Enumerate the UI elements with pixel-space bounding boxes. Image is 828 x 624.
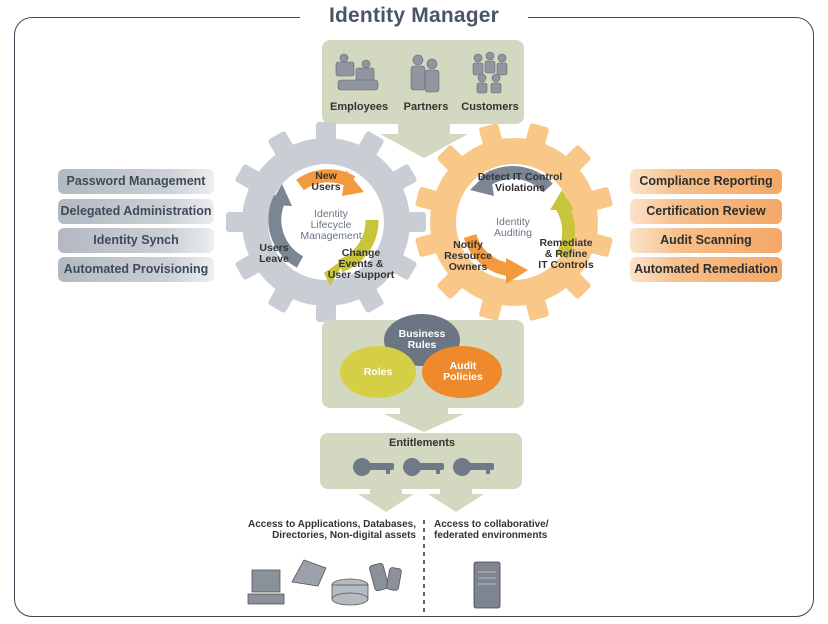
access-collaborative-label: Access to collaborative/federated enviro… (434, 519, 549, 541)
database-icon (331, 578, 369, 606)
access-applications-label: Access to Applications, Databases,Direct… (247, 519, 416, 541)
key-icon-1 (353, 458, 394, 476)
policy-down-arrow (384, 408, 464, 432)
partners-icon (410, 54, 440, 93)
mobile-devices-icon (369, 562, 402, 592)
feature-audit-scanning: Audit Scanning (630, 228, 782, 253)
employees-icon (335, 53, 379, 91)
entitlements-panel (320, 433, 522, 489)
feature-certification-review: Certification Review (630, 199, 782, 224)
customers-icon (472, 51, 508, 94)
customers-label: Customers (461, 101, 519, 113)
entitlements-right-arrow (428, 489, 484, 512)
feature-automated-provisioning: Automated Provisioning (58, 257, 214, 282)
audit-policies-shape (422, 346, 502, 398)
employees-label: Employees (330, 101, 389, 113)
feature-password-management: Password Management (58, 169, 214, 194)
server-icon (473, 561, 501, 609)
feature-compliance-reporting: Compliance Reporting (630, 169, 782, 194)
computer-icon (247, 569, 285, 605)
feature-automated-remediation: Automated Remediation (630, 257, 782, 282)
roles-shape (340, 346, 416, 398)
feature-identity-synch: Identity Synch (58, 228, 214, 253)
users-down-arrow (380, 124, 468, 158)
lifecycle-gear (226, 122, 426, 322)
key-icon-2 (403, 458, 444, 476)
entitlements-label: Entitlements (388, 437, 455, 449)
page-title: Identity Manager (300, 4, 528, 28)
auditing-cycle-arrows (463, 166, 576, 284)
feature-delegated-administration: Delegated Administration (58, 199, 214, 224)
key-icon-3 (453, 458, 494, 476)
document-stack-icon (291, 559, 327, 587)
roles-label: Roles (363, 366, 393, 378)
entitlements-left-arrow (358, 489, 414, 512)
lifecycle-cycle-arrows (268, 169, 379, 286)
partners-label: Partners (403, 101, 449, 113)
